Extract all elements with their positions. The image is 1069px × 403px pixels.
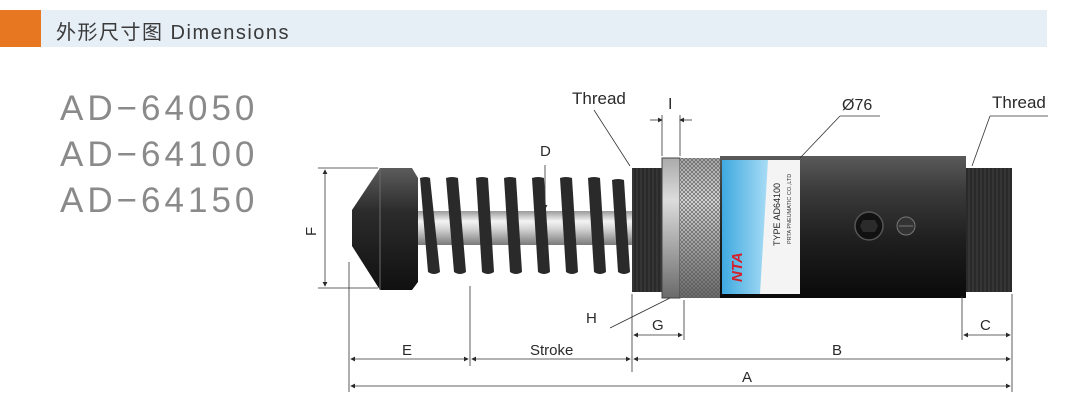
dim-thread-left: Thread: [572, 89, 626, 108]
stopper-cap: [352, 168, 418, 290]
dim-B: B: [832, 342, 842, 359]
dim-D: D: [540, 143, 551, 160]
return-spring: [420, 177, 630, 274]
model-name: AD−64150: [60, 181, 259, 220]
dim-C: C: [980, 317, 991, 334]
dim-A: A: [742, 369, 752, 386]
dim-F: F: [303, 227, 320, 236]
maker-label: PRTA PNEUMATIC CO.,LTD: [787, 174, 793, 244]
dim-thread-right: Thread: [992, 93, 1046, 112]
section-header-bar: [0, 10, 1047, 47]
model-list: AD−64050 AD−64100 AD−64150: [60, 86, 258, 224]
type-label: TYPE AD64100: [772, 183, 782, 246]
dim-H: H: [586, 310, 597, 327]
dim-G: G: [652, 317, 664, 334]
dim-stroke: Stroke: [530, 342, 573, 359]
section-header-accent: [0, 10, 41, 47]
model-name: AD−64050: [60, 89, 259, 128]
dim-E: E: [402, 342, 412, 359]
dim-I: I: [668, 96, 672, 113]
brand-logo: NTA: [729, 252, 746, 282]
lock-nut: [661, 157, 681, 299]
section-title: 外形尺寸图 Dimensions: [56, 22, 291, 44]
dim-diameter: Ø76: [842, 97, 872, 114]
model-name: AD−64100: [60, 135, 259, 174]
